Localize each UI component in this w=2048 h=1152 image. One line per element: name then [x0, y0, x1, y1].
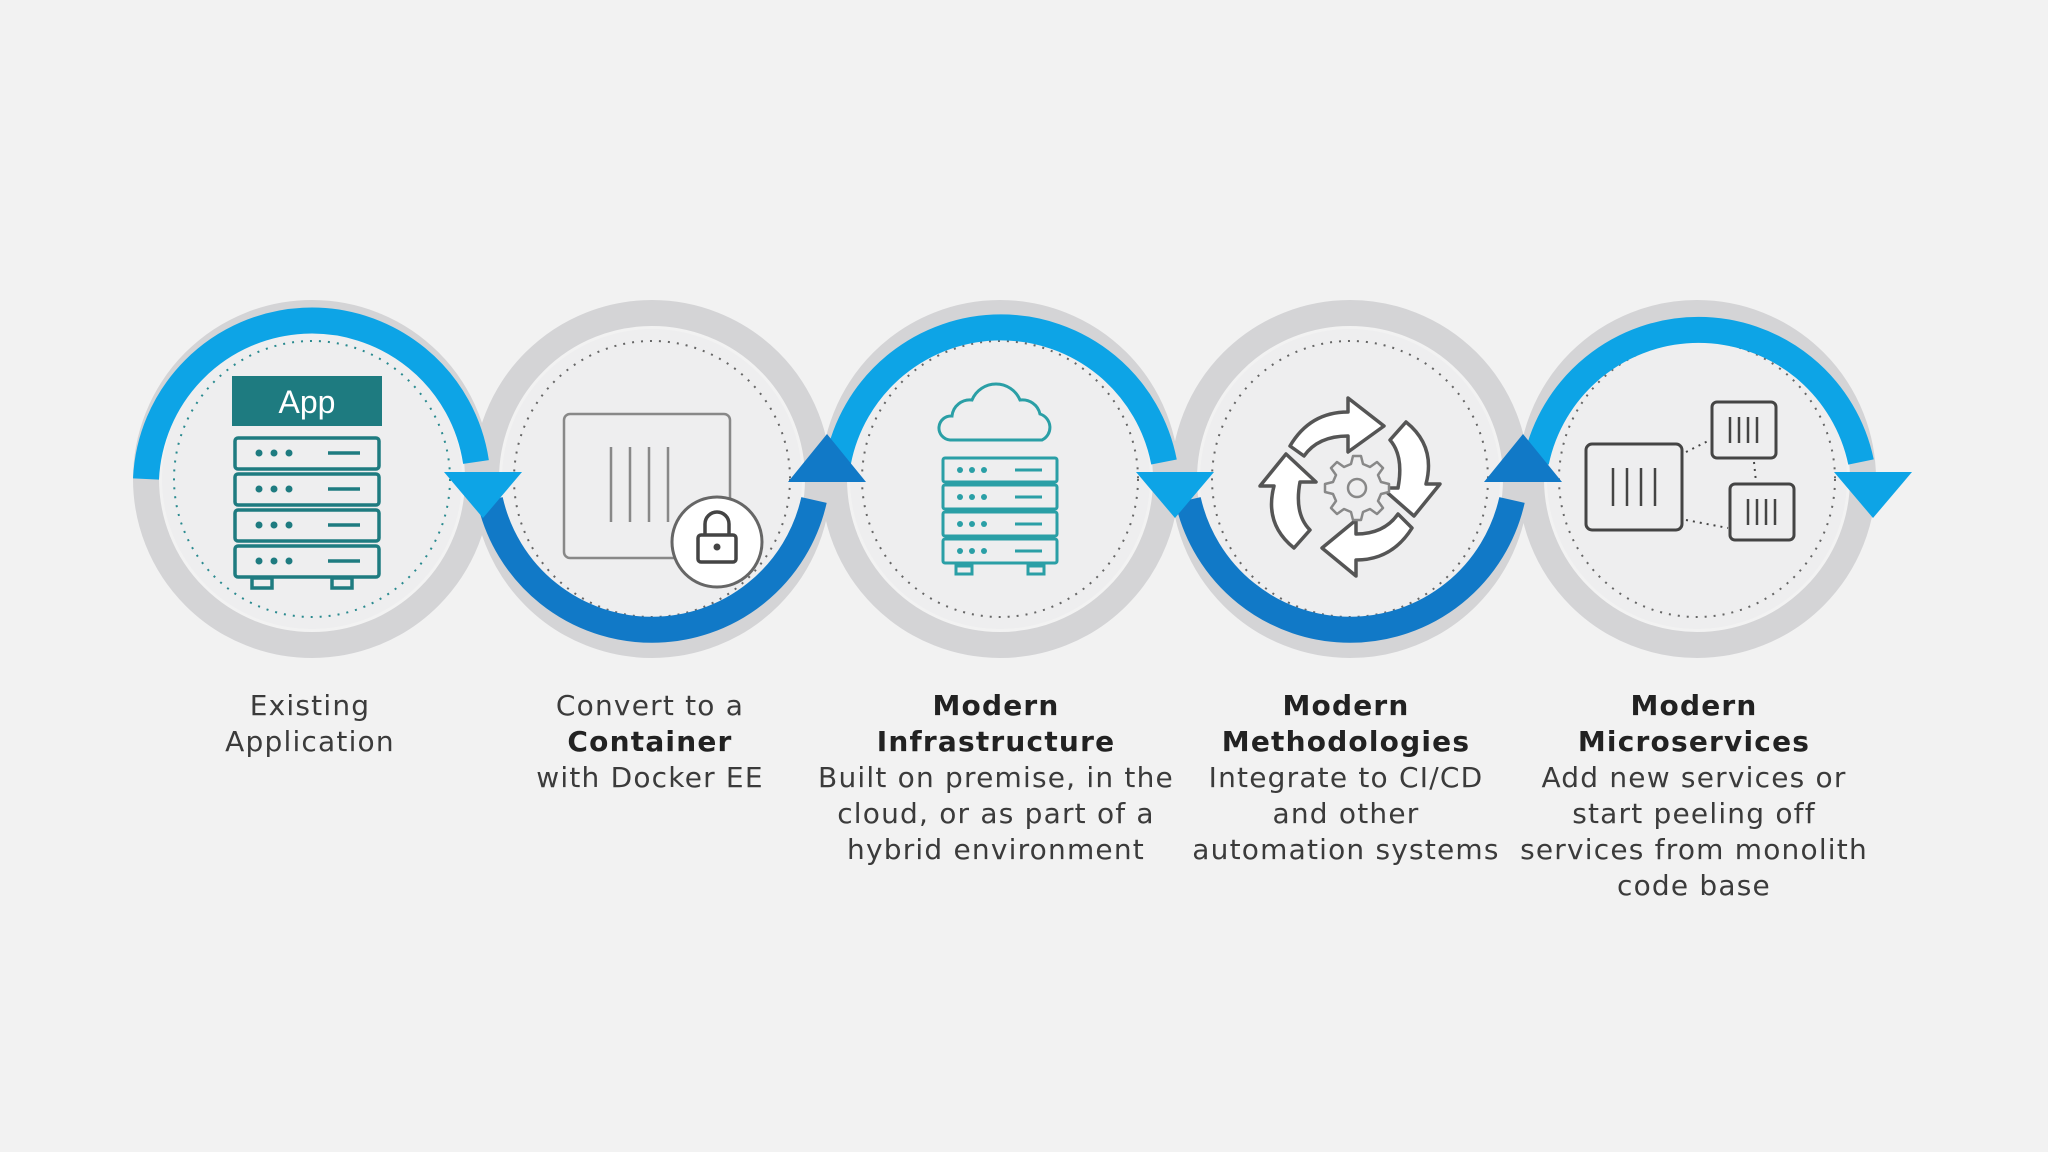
caption-line-after: code base — [1617, 869, 1771, 902]
app-icon-label: App — [279, 384, 336, 420]
caption-line-bold: Methodologies — [1221, 725, 1471, 758]
arrow-down-3 — [1136, 472, 1214, 518]
caption-line-after: automation systems — [1192, 833, 1500, 866]
cycle-arrows-gear-icon — [1258, 396, 1442, 578]
arrowheads — [444, 434, 1912, 518]
caption-line-bold: Modern — [1282, 689, 1410, 722]
bottom-arc-4 — [1175, 497, 1525, 643]
top-arc-5 — [1523, 316, 1874, 465]
cycle-arrow-left — [1258, 452, 1318, 550]
caption-line-before: Convert to a — [555, 689, 745, 722]
caption-line-after: cloud, or as part of a — [837, 797, 1155, 830]
caption-line-bold: Modern — [1630, 689, 1758, 722]
service-box-top — [1710, 400, 1778, 460]
caption-line-after: Add new services or — [1541, 761, 1847, 794]
arrow-down-1 — [444, 472, 522, 518]
bottom-arcs — [477, 497, 1525, 643]
locked-container-icon — [562, 412, 764, 589]
top-arcs — [133, 307, 1874, 480]
microservices-icon — [1584, 400, 1796, 542]
cycle-arrow-bottom — [1320, 512, 1414, 578]
caption-line-after: hybrid environment — [847, 833, 1145, 866]
caption-line-before: Application — [225, 725, 395, 758]
cloud-server-icon — [937, 382, 1059, 576]
caption-line-after: and other — [1272, 797, 1420, 830]
caption-line-bold: Container — [567, 725, 733, 758]
cycle-arrow-top — [1288, 396, 1386, 458]
disc-5 — [1547, 329, 1847, 629]
app-server-icon: App — [232, 376, 382, 590]
service-box-bottom — [1728, 482, 1796, 542]
top-arc-1 — [133, 307, 489, 480]
lock-badge — [670, 495, 764, 589]
gear-icon — [1323, 454, 1391, 522]
arrow-up-2 — [788, 434, 866, 482]
caption-line-after: Integrate to CI/CD — [1208, 761, 1484, 794]
caption-line-after: services from monolith — [1520, 833, 1868, 866]
caption-line-after: start peeling off — [1572, 797, 1816, 830]
arrow-up-4 — [1484, 434, 1562, 482]
caption-line-before: Existing — [249, 689, 371, 722]
cycle-arrow-right — [1380, 420, 1442, 518]
lock-icon — [696, 510, 738, 564]
cloud-icon — [937, 382, 1052, 442]
caption-line-bold: Microservices — [1577, 725, 1811, 758]
top-arc-3 — [825, 314, 1177, 465]
caption-line-bold: Modern — [932, 689, 1060, 722]
bottom-arc-2 — [477, 497, 827, 643]
caption-line-after: with Docker EE — [536, 761, 764, 794]
monolith-box — [1584, 442, 1684, 532]
caption-line-bold: Infrastructure — [876, 725, 1116, 758]
disc-3 — [850, 329, 1150, 629]
caption-line-after: Built on premise, in the — [818, 761, 1174, 794]
arrow-down-5 — [1834, 472, 1912, 518]
